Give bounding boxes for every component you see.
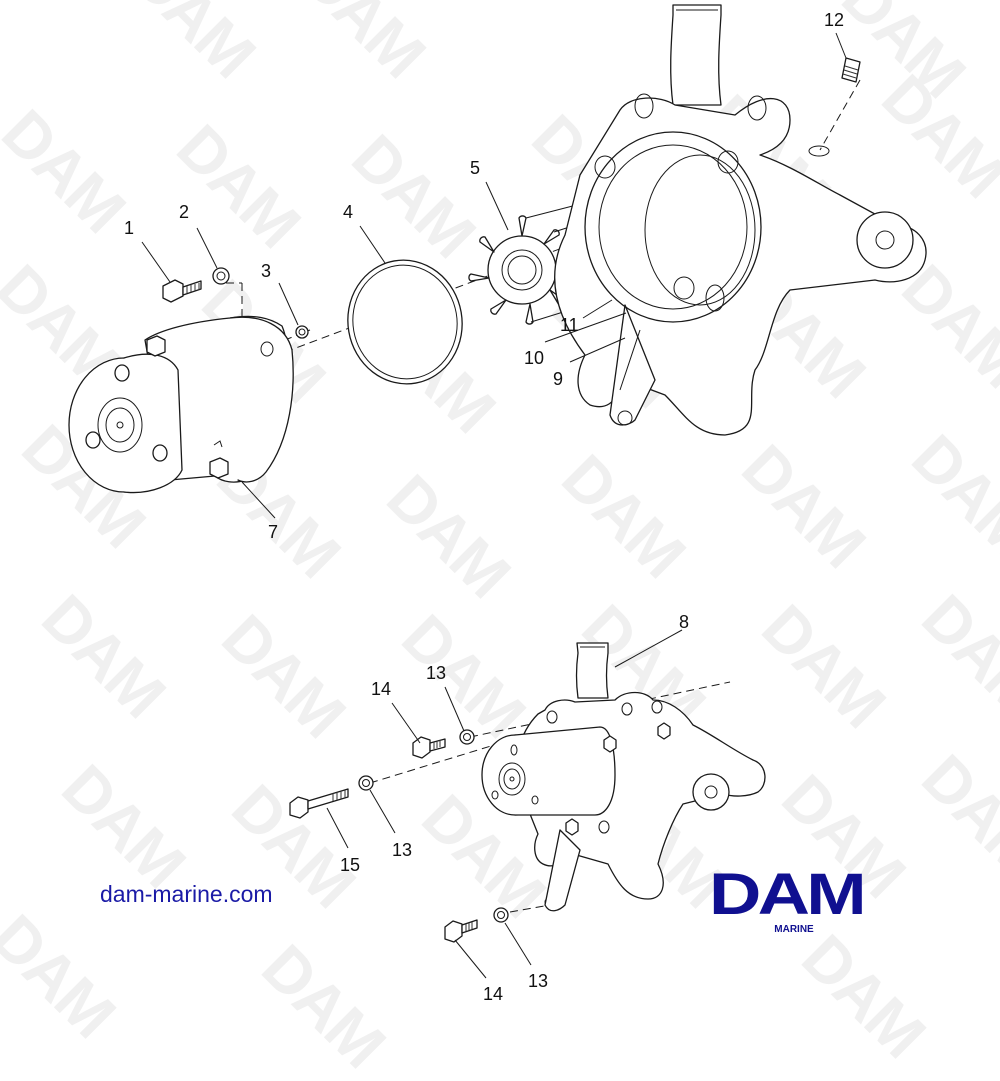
- washer-part-3: [295, 325, 309, 339]
- callout-4: 4: [343, 202, 354, 222]
- callout-1: 1: [124, 218, 135, 238]
- washer-part-13-upper: [459, 729, 475, 745]
- callout-10: 10: [524, 348, 545, 368]
- bolt-part-1: [162, 279, 202, 303]
- website-link[interactable]: dam-marine.com: [100, 881, 273, 907]
- callout-7: 7: [268, 522, 279, 542]
- callout-13-lower: 13: [528, 971, 549, 991]
- callout-13-middle: 13: [392, 840, 413, 860]
- callout-9: 9: [553, 369, 564, 389]
- o-ring-part-4: [347, 259, 463, 385]
- callout-13-upper: 13: [426, 663, 447, 683]
- logo-subtext: MARINE: [774, 924, 814, 935]
- callout-8: 8: [679, 612, 690, 632]
- pump-housing-upper: [553, 4, 927, 436]
- dam-marine-logo: DAM MARINE: [709, 866, 891, 936]
- callout-2: 2: [179, 202, 190, 222]
- callout-15: 15: [340, 855, 361, 875]
- plug-part-12: [841, 57, 861, 83]
- washer-part-13-lower: [493, 907, 509, 923]
- callout-3: 3: [261, 261, 272, 281]
- callout-5: 5: [470, 158, 481, 178]
- leader-lines: [141, 32, 847, 979]
- bolt-part-14-upper: [412, 736, 446, 759]
- callout-14-upper: 14: [371, 679, 392, 699]
- callout-14-lower: 14: [483, 984, 504, 1004]
- callout-12: 12: [824, 10, 845, 30]
- pump-body-part-7: [68, 315, 294, 494]
- logo-wordmark: DAM: [709, 862, 867, 927]
- long-bolt-part-15: [289, 788, 349, 819]
- washer-part-2: [212, 267, 230, 285]
- callout-11: 11: [560, 315, 579, 335]
- parts-drawing: [68, 4, 927, 979]
- washer-part-13-middle: [358, 775, 374, 791]
- bolt-part-14-lower: [444, 919, 478, 943]
- pump-housing-assembly-part-8: [481, 642, 766, 912]
